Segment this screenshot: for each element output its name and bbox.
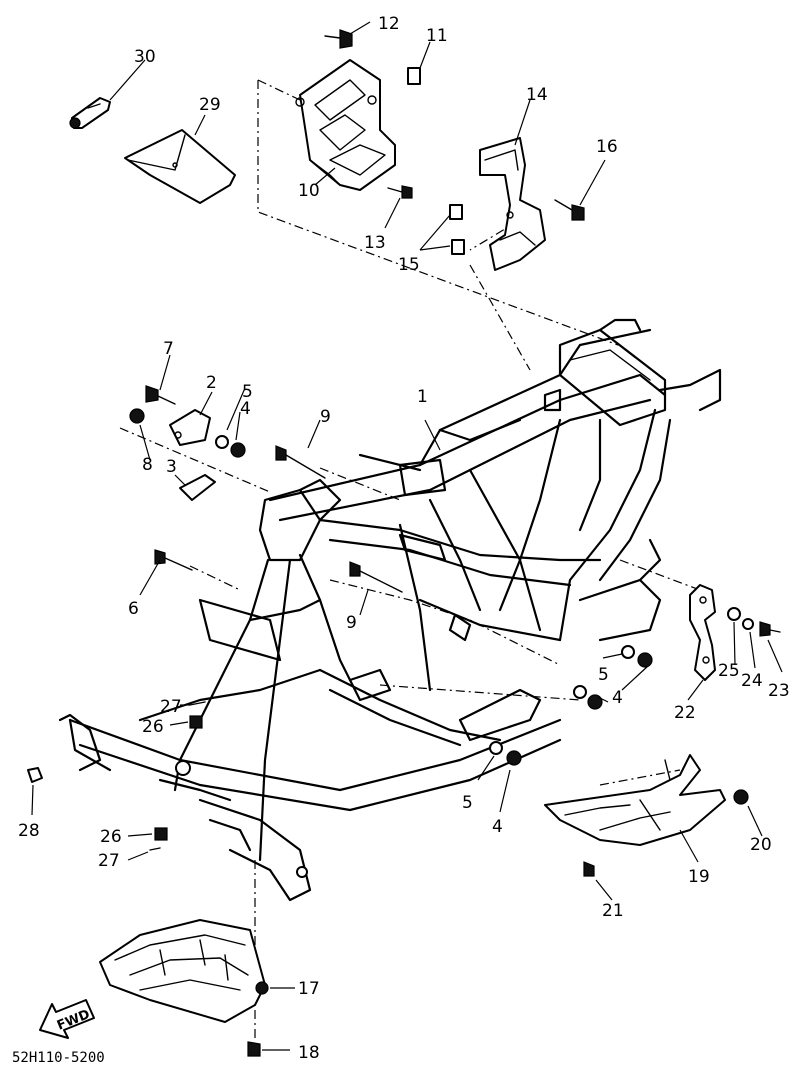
callout-28: 28 xyxy=(18,821,40,841)
callout-26: 26 xyxy=(100,827,122,847)
mounting-bracket-14 xyxy=(479,137,546,271)
drawing-code: 52H110-5200 xyxy=(12,1050,105,1066)
callout-25: 25 xyxy=(718,661,740,681)
callout-27: 27 xyxy=(98,851,120,871)
callout-11: 11 xyxy=(426,26,448,46)
callout-2: 2 xyxy=(206,373,217,393)
callout-5: 5 xyxy=(598,665,609,685)
callout-23: 23 xyxy=(768,681,790,701)
callout-13: 13 xyxy=(364,233,386,253)
foot-guard xyxy=(544,754,726,846)
callout-3: 3 xyxy=(166,457,177,477)
callout-21: 21 xyxy=(602,901,624,921)
fwd-direction-arrow: FWD xyxy=(39,999,95,1039)
callout-24: 24 xyxy=(741,671,763,691)
callout-5: 5 xyxy=(462,793,473,813)
callout-7: 7 xyxy=(163,339,174,359)
callout-8: 8 xyxy=(142,455,153,475)
callout-12: 12 xyxy=(378,14,400,34)
callout-17: 17 xyxy=(298,979,320,999)
callout-19: 19 xyxy=(688,867,710,887)
assembly-lines xyxy=(119,79,701,1040)
callout-20: 20 xyxy=(750,835,772,855)
callout-26: 26 xyxy=(142,717,164,737)
callout-22: 22 xyxy=(674,703,696,723)
callout-9: 9 xyxy=(346,613,357,633)
callout-1: 1 xyxy=(417,387,428,407)
skid-plate xyxy=(99,919,266,1023)
bracket-22 xyxy=(689,584,716,681)
callout-15: 15 xyxy=(398,255,420,275)
mounting-bracket-10 xyxy=(295,59,396,191)
callout-5: 5 xyxy=(242,382,253,402)
callout-30: 30 xyxy=(134,47,156,67)
callout-leaders xyxy=(31,21,783,1051)
callout-10: 10 xyxy=(298,181,320,201)
small-parts xyxy=(27,29,781,1057)
callout-27: 27 xyxy=(160,697,182,717)
callout-4: 4 xyxy=(492,817,503,837)
callout-6: 6 xyxy=(128,599,139,619)
callout-16: 16 xyxy=(596,137,618,157)
callout-labels: 1 2 3 4 4 4 5 5 5 6 7 8 9 9 10 11 12 13 … xyxy=(18,14,790,1063)
callout-14: 14 xyxy=(526,85,548,105)
callout-4: 4 xyxy=(240,399,251,419)
callout-9: 9 xyxy=(320,407,331,427)
main-frame xyxy=(58,318,722,902)
callout-18: 18 xyxy=(298,1043,320,1063)
callout-29: 29 xyxy=(199,95,221,115)
callout-4: 4 xyxy=(612,688,623,708)
